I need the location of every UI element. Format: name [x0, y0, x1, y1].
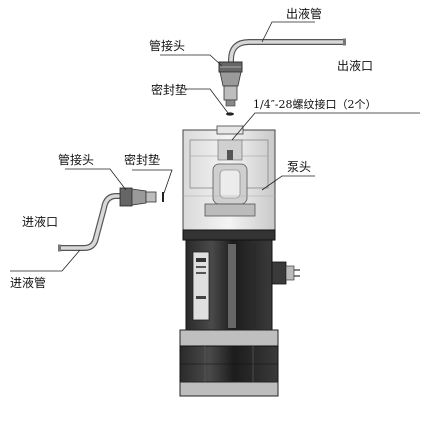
label-outlet-port: 出液口	[337, 58, 373, 73]
leader-pump-head	[261, 175, 315, 191]
pump-head	[182, 125, 276, 231]
label-thread-port: 1/4″-28螺纹接口（2个）	[253, 97, 377, 111]
inlet-tube	[58, 193, 132, 252]
leader-pipe-fitting-left	[65, 168, 127, 191]
gasket-top	[226, 112, 234, 116]
leader-gasket-left	[132, 169, 173, 194]
leader-pipe-fitting-top	[160, 54, 223, 67]
outlet-tube	[228, 38, 346, 83]
label-gasket-left: 密封垫	[124, 152, 160, 167]
leader-outlet-tube	[261, 21, 315, 43]
stepper-motor	[179, 329, 279, 397]
label-pipe-fitting-left: 管接头	[58, 152, 94, 167]
pipe-fitting-top	[218, 61, 243, 107]
leader-inlet-tube	[10, 249, 81, 272]
motor-driver-housing	[182, 229, 300, 331]
label-inlet-port: 进液口	[22, 214, 58, 229]
leader-gasket-top	[185, 88, 229, 114]
label-pump-head: 泵头	[287, 160, 311, 174]
leader-thread-port	[231, 112, 420, 141]
pipe-fitting-left	[119, 187, 157, 207]
gasket-left	[162, 192, 164, 202]
label-outlet-tube: 出液管	[286, 6, 322, 21]
label-pipe-fitting-top: 管接头	[149, 38, 185, 53]
label-gasket-top: 密封垫	[151, 82, 187, 97]
label-inlet-tube: 进液管	[10, 275, 46, 290]
